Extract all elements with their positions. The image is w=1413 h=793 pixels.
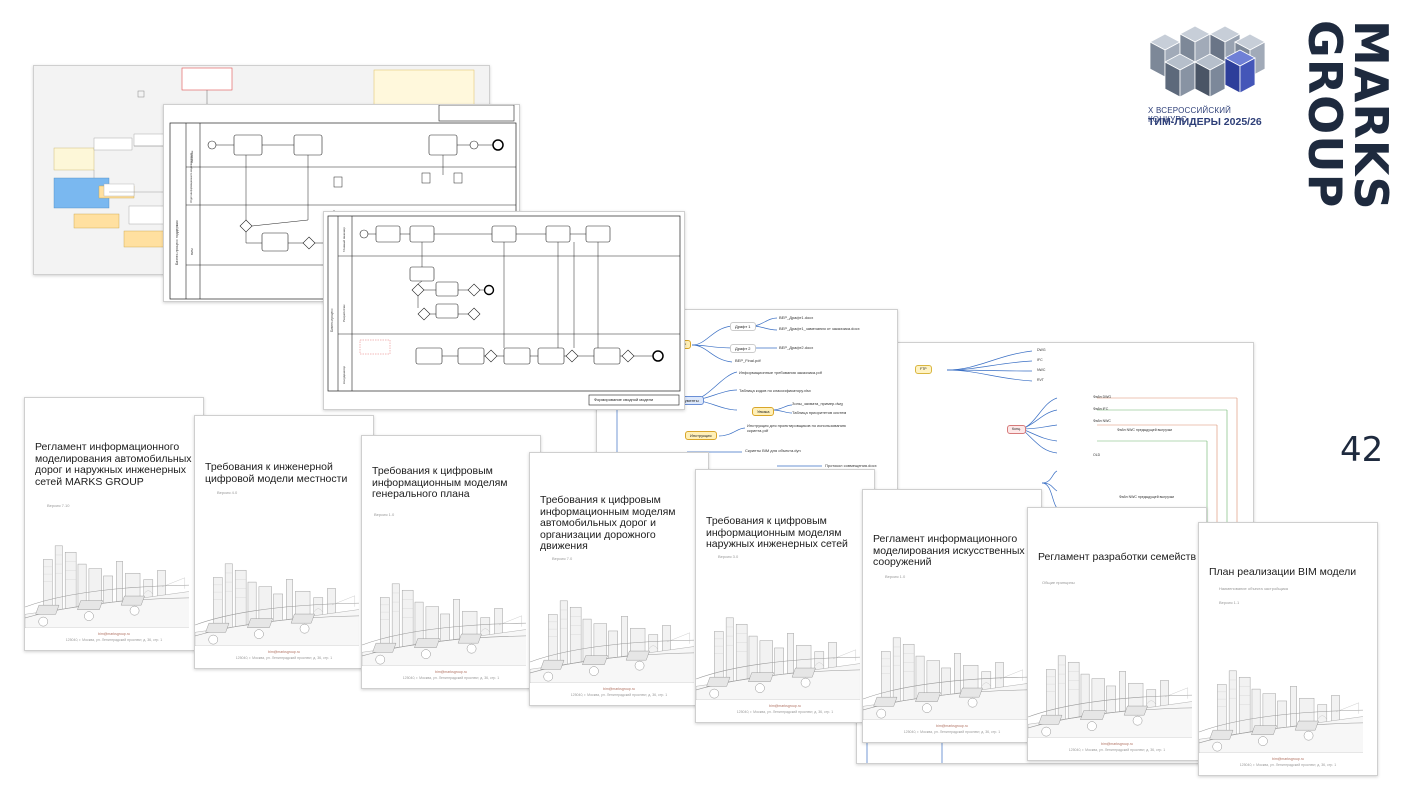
mindmap2-file-ifc: Файл IFC bbox=[1093, 407, 1109, 411]
document-cover-3[interactable]: Требования к цифровым информационным мод… bbox=[361, 435, 541, 689]
mindmap2-item-dwg: DWG bbox=[1037, 348, 1046, 352]
mindmap-file-6: Зоны_захвата_пример.dwg bbox=[792, 401, 843, 406]
document-2-version: Версия 4.0 bbox=[217, 490, 238, 495]
bpmn2-lane-0: Главный инженер bbox=[342, 227, 346, 252]
document-5-footer-address: 125040, г. Москва, ул. Ленинградский про… bbox=[736, 710, 834, 714]
document-1-footer-address: 125040, г. Москва, ул. Ленинградский про… bbox=[65, 638, 163, 642]
document-2-title: Требования к инженерной цифровой модели … bbox=[205, 461, 348, 485]
mindmap2-file-nwc: Файл NWC bbox=[1093, 419, 1111, 423]
document-6-title: Регламент информационного моделирования … bbox=[873, 533, 1025, 568]
document-cover-4[interactable]: Требования к цифровым информационным мод… bbox=[529, 452, 709, 706]
document-6-version: Версия 1.0 bbox=[885, 574, 906, 579]
document-3-version: Версия 1.0 bbox=[374, 512, 395, 517]
bpmn-sheet-2: Бизнес-процесс Главный инженер Разработч… bbox=[323, 211, 685, 410]
document-7-footer-address: 125040, г. Москва, ул. Ленинградский про… bbox=[1068, 748, 1166, 752]
document-2-footer-site: bim@marksgroup.ru bbox=[268, 650, 300, 654]
document-1-version: Версия 7.10 bbox=[47, 503, 70, 508]
document-8-title: План реализации BIM модели bbox=[1209, 566, 1357, 578]
document-5-version: Версия 3.0 bbox=[718, 554, 739, 559]
document-5-city-illustration bbox=[696, 617, 861, 700]
document-8-footer-site: bim@marksgroup.ru bbox=[1272, 757, 1304, 761]
mindmap-file-1: BEP_Драфт1_замечания от заказчика.docx bbox=[779, 326, 860, 331]
mindmap-file-7: Таблица приоритетов систем bbox=[792, 410, 847, 415]
document-1-title: Регламент информационного моделирования … bbox=[35, 441, 192, 488]
mindmap2-item-nwc: NWC bbox=[1037, 368, 1046, 372]
contest-logo: X ВСЕРОССИЙСКИЙ КОНКУРС ТИМ-ЛИДЕРЫ 2025/… bbox=[1140, 22, 1270, 132]
brand-line-group: GROUP bbox=[1298, 20, 1352, 209]
document-cover-6[interactable]: Регламент информационного моделирования … bbox=[862, 489, 1042, 743]
mindmap-chip-instruction: Инструкция bbox=[685, 431, 717, 440]
document-3-footer-address: 125040, г. Москва, ул. Ленинградский про… bbox=[402, 676, 500, 680]
document-2-footer-address: 125040, г. Москва, ул. Ленинградский про… bbox=[235, 656, 333, 660]
bpmn1-lane-1: Отдел информационного моделирования bbox=[190, 152, 193, 203]
diagram-back-content bbox=[53, 67, 475, 248]
document-cover-2[interactable]: Требования к инженерной цифровой модели … bbox=[194, 415, 374, 669]
bpmn2-lane-1: Разработчик bbox=[342, 304, 346, 323]
document-7-city-illustration bbox=[1028, 655, 1193, 738]
document-8-city-illustration bbox=[1199, 670, 1364, 753]
document-6-footer-address: 125040, г. Москва, ул. Ленинградский про… bbox=[903, 730, 1001, 734]
bpmn2-footer: Формирование сводной модели bbox=[594, 397, 654, 402]
bpmn1-lane-2: ВИМ bbox=[190, 248, 194, 255]
document-7-version: Общие принципы bbox=[1042, 580, 1075, 585]
document-cover-7[interactable]: Регламент разработки семейств Общие прин… bbox=[1027, 507, 1207, 761]
document-3-footer-site: bim@marksgroup.ru bbox=[435, 670, 467, 674]
mindmap-file-9: Скрипты BIM для объекта.dyn bbox=[745, 448, 801, 453]
document-4-city-illustration bbox=[530, 600, 695, 683]
contest-title-line2: ТИМ-ЛИДЕРЫ 2025/26 bbox=[1148, 116, 1262, 128]
document-4-footer-site: bim@marksgroup.ru bbox=[603, 687, 635, 691]
mindmap-file-3: BEP_Final.pdf bbox=[735, 358, 761, 363]
mindmap2-file-nwc-prev: Файл NWC предыдущей выгрузки bbox=[1117, 428, 1173, 432]
document-cover-1[interactable]: Регламент информационного моделирования … bbox=[24, 397, 204, 651]
bpmn-2-content bbox=[327, 215, 681, 406]
brand-wordmark: MARKS GROUP bbox=[1298, 20, 1398, 260]
document-3-title: Требования к цифровым информационным мод… bbox=[372, 465, 508, 500]
mindmap-file-10: Протокол совмещения.docx bbox=[825, 463, 877, 468]
page-number: 42 bbox=[1340, 430, 1384, 470]
mindmap-chip-draft1: Драфт 1 bbox=[730, 322, 756, 331]
bpmn2-header: Бизнес-процесс bbox=[330, 308, 334, 332]
mindmap-chip-draft2: Драфт 2 bbox=[730, 344, 756, 353]
document-5-title: Требования к цифровым информационным мод… bbox=[706, 515, 848, 550]
document-8-subtitle: Наименование объекта застройщика bbox=[1219, 586, 1289, 591]
document-2-city-illustration bbox=[195, 563, 360, 646]
mindmap2-file-nwc-prev-2: Файл NWC предыдущей выгрузки bbox=[1119, 495, 1175, 499]
cube-cluster-icon bbox=[1149, 25, 1266, 98]
mindmap-file-4: Информационные требования заказчика.pdf bbox=[739, 370, 822, 375]
document-6-footer-site: bim@marksgroup.ru bbox=[936, 724, 968, 728]
mindmap2-chip-ftp: FTP bbox=[915, 365, 932, 374]
bpmn1-header: Бизнес-процесс поддержки bbox=[175, 220, 179, 265]
document-4-footer-address: 125040, г. Москва, ул. Ленинградский про… bbox=[570, 693, 668, 697]
brand-line-marks: MARKS bbox=[1344, 20, 1398, 211]
document-6-city-illustration bbox=[863, 637, 1028, 720]
document-cover-5[interactable]: Требования к цифровым информационным мод… bbox=[695, 469, 875, 723]
mindmap-file-5: Таблица кодов по классификатору.xlsx bbox=[739, 388, 811, 393]
document-4-version: Версия 7.0 bbox=[552, 556, 573, 561]
mindmap-chip-uvyazka: Увязка bbox=[752, 407, 775, 416]
document-5-footer-site: bim@marksgroup.ru bbox=[769, 704, 801, 708]
mindmap2-chip-folder: Конц. bbox=[1007, 425, 1026, 434]
mindmap-file-2: BEP_Драфт2.docx bbox=[779, 345, 814, 350]
mindmap2-file-dwg: Файл DWG bbox=[1093, 395, 1112, 399]
document-3-city-illustration bbox=[362, 583, 527, 666]
mindmap2-item-ifc: IFC bbox=[1037, 358, 1043, 362]
mindmap2-item-old: OLD bbox=[1093, 453, 1101, 457]
document-7-title: Регламент разработки семейств bbox=[1038, 551, 1197, 563]
document-4-title: Требования к цифровым информационным мод… bbox=[540, 494, 676, 552]
document-8-footer-address: 125040, г. Москва, ул. Ленинградский про… bbox=[1239, 763, 1337, 767]
document-1-footer-site: bim@marksgroup.ru bbox=[98, 632, 130, 636]
document-7-footer-site: bim@marksgroup.ru bbox=[1101, 742, 1133, 746]
document-cover-8[interactable]: План реализации BIM модели Наименование … bbox=[1198, 522, 1378, 776]
mindmap-file-8: Инструкция для проектировщиков по исполь… bbox=[747, 423, 846, 433]
mindmap2-item-rvt: RVT bbox=[1037, 378, 1044, 382]
bpmn2-lane-2: Координатор bbox=[342, 365, 346, 384]
mindmap-file-0: BEP_Драфт1.docx bbox=[779, 315, 814, 320]
document-8-version: Версия 1.1 bbox=[1219, 600, 1240, 605]
document-1-city-illustration bbox=[25, 545, 190, 628]
contest-title-line1: X ВСЕРОССИЙСКИЙ КОНКУРС bbox=[1148, 106, 1232, 124]
